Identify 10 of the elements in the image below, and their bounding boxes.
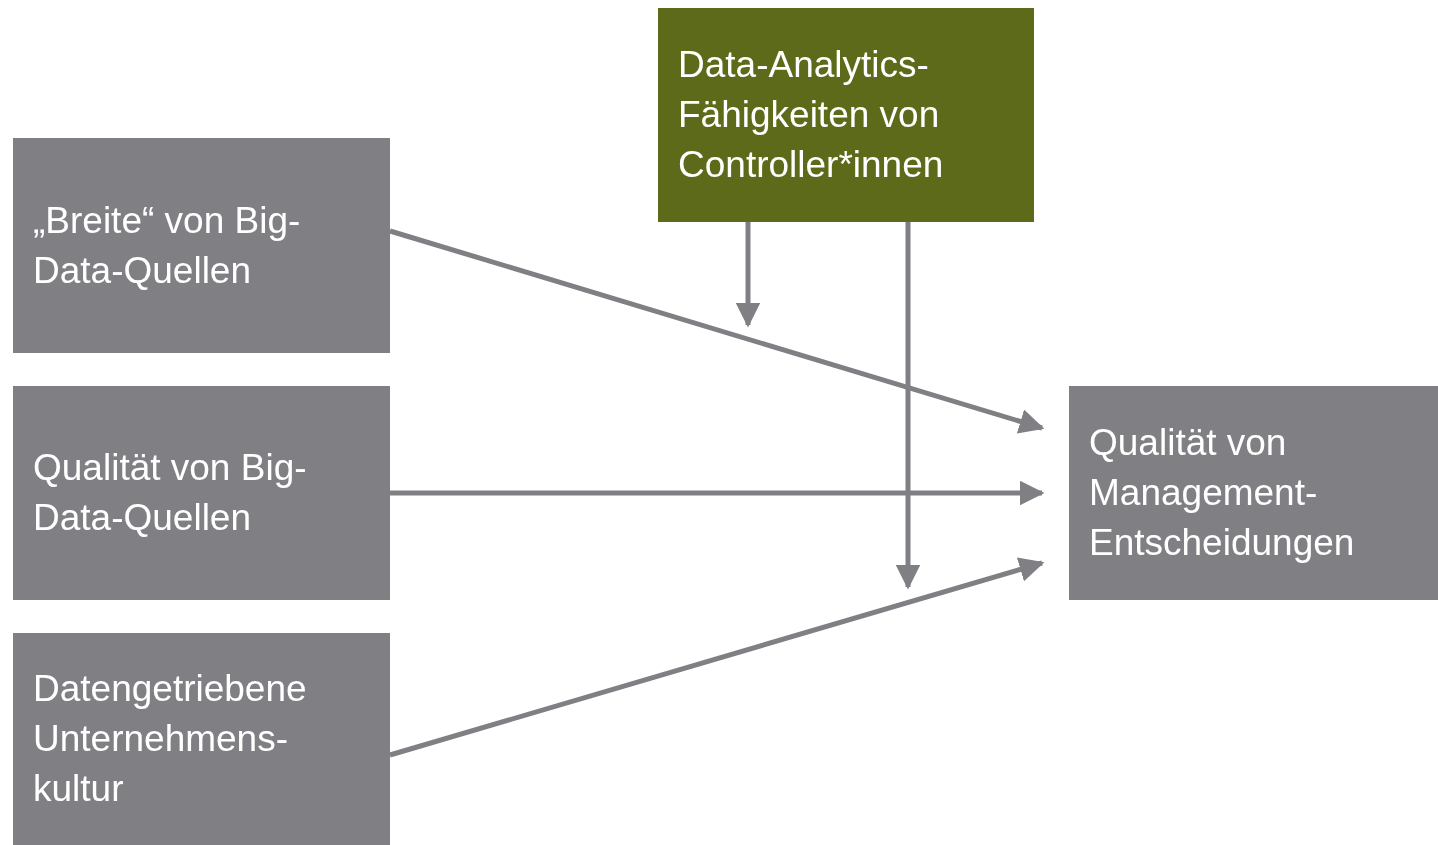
text-box: Qualität von Big-Data-Quellen [13, 386, 390, 600]
arrow [389, 228, 1045, 434]
arrow [895, 222, 921, 590]
text-box: „Breite“ von Big-Data-Quellen [13, 138, 390, 353]
arrow [390, 480, 1045, 506]
text-box: Qualität von Management-Entscheidungen [1069, 386, 1438, 600]
text-box: Data-Analytics-Fähigkeiten von Controller*innen [658, 8, 1034, 222]
arrow [389, 557, 1045, 758]
text-box: Datengetriebene Unternehmens-kultur [13, 633, 390, 845]
arrow [735, 222, 761, 328]
